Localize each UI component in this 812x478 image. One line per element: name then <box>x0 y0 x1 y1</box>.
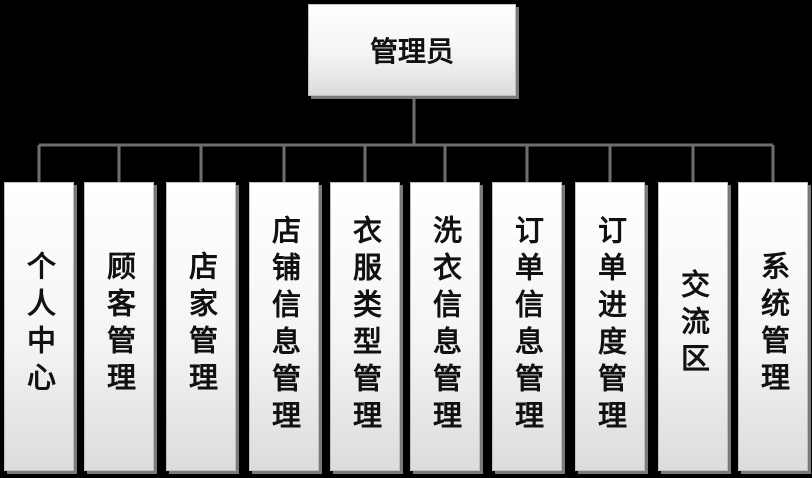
child-node-label: 交流区 <box>676 269 711 380</box>
child-node-forum: 交流区 <box>658 182 728 471</box>
child-node-clothing-type-management: 衣服类型管理 <box>330 182 400 471</box>
child-node-label: 系统管理 <box>756 251 791 399</box>
child-node-shop-info-management: 店铺信息管理 <box>249 182 319 471</box>
child-node-label: 顾客管理 <box>102 251 137 399</box>
child-node-personal-center: 个人中心 <box>4 182 74 471</box>
child-node-system-management: 系统管理 <box>738 182 808 471</box>
child-node-label: 订单信息管理 <box>510 215 545 437</box>
child-node-customer-management: 顾客管理 <box>84 182 154 471</box>
child-node-label: 店家管理 <box>184 251 219 399</box>
child-node-label: 店铺信息管理 <box>267 215 302 437</box>
root-node: 管理员 <box>308 4 516 96</box>
child-node-order-info-management: 订单信息管理 <box>492 182 562 471</box>
child-node-label: 洗衣信息管理 <box>428 215 463 437</box>
child-node-order-progress-management: 订单进度管理 <box>575 182 645 471</box>
child-node-label: 个人中心 <box>22 251 57 399</box>
child-node-laundry-info-management: 洗衣信息管理 <box>410 182 480 471</box>
root-node-label: 管理员 <box>369 35 454 68</box>
child-node-label: 订单进度管理 <box>593 215 628 437</box>
child-node-merchant-management: 店家管理 <box>166 182 236 471</box>
child-node-label: 衣服类型管理 <box>348 215 383 437</box>
